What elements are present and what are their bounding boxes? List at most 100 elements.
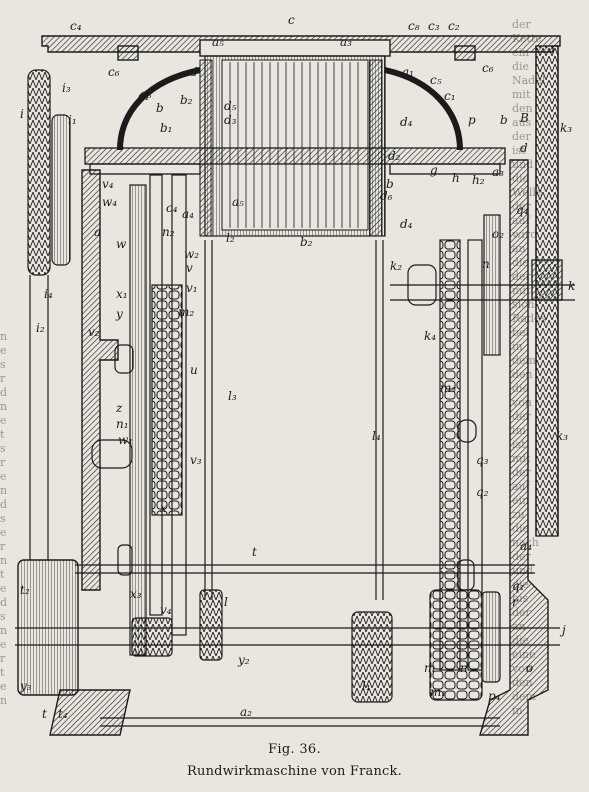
bleed-word: der [512, 130, 531, 143]
part-label-v1: v₁ [186, 281, 198, 295]
part-label-t4: t₄ [58, 707, 68, 721]
part-label-m2: m₂ [178, 305, 194, 319]
bleed-letter: s [0, 358, 6, 371]
part-label-d-right: d [520, 141, 528, 155]
bleed-letter: n [0, 330, 8, 343]
part-label-q2: q₂ [476, 485, 489, 499]
part-label-d4b: d₄ [400, 217, 413, 231]
part-label-w: w [116, 237, 127, 251]
part-label-a1: a₁ [402, 65, 414, 79]
part-label-b-right: b [500, 113, 508, 127]
part-label-o2: o₂ [492, 227, 504, 241]
bleed-letter: t [0, 666, 5, 679]
part-label-a5-mid: a₅ [232, 195, 244, 209]
bleed-letter: d [0, 386, 8, 399]
part-label-l3: l₃ [228, 389, 237, 403]
bleed-letter: s [0, 512, 6, 525]
part-label-r: r [512, 595, 519, 609]
cam-plate [84, 67, 506, 175]
part-label-k4: k₄ [424, 329, 436, 343]
bleed-letter: n [0, 554, 8, 567]
part-label-c1-right: c₁ [444, 89, 456, 103]
part-label-i1: i₁ [68, 113, 77, 127]
part-label-b2-top: b₂ [180, 93, 193, 107]
right-rack-column [531, 45, 563, 537]
bleed-word: die [512, 60, 530, 73]
bleed-letter: e [0, 344, 7, 357]
part-label-a-mid: a₃ [492, 165, 504, 179]
bleed-letter: t [0, 428, 5, 441]
figure-number: Fig. 36. [268, 742, 321, 757]
part-label-q1: q₁ [512, 579, 525, 593]
part-label-t-low: t [42, 707, 47, 721]
part-label-n1: n₁ [116, 417, 129, 431]
part-label-c4-mid: c₄ [166, 201, 178, 215]
left-pulley-gears [27, 69, 71, 560]
bleed-letter: d [0, 596, 8, 609]
part-label-c3: c₃ [428, 19, 440, 33]
part-label-z: z [115, 401, 123, 415]
bleed-letter: e [0, 582, 7, 595]
part-label-i2: i₂ [36, 321, 45, 335]
part-label-y3: y₃ [19, 679, 32, 693]
part-label-p: p [468, 113, 476, 127]
part-label-c5-left: c₅ [140, 87, 152, 101]
drive-rods-left [91, 174, 213, 656]
part-label-d-left: d [190, 65, 198, 79]
bleed-letter: n [0, 624, 8, 637]
bleed-letter: r [0, 652, 6, 665]
part-label-j: j [559, 623, 566, 637]
bleed-word: ist [512, 144, 526, 157]
part-label-c-top: c [288, 13, 295, 27]
bleed-letter: s [0, 442, 6, 455]
part-label-n-low: n [460, 661, 468, 675]
part-label-d4: d₄ [400, 115, 413, 129]
part-label-q4: q₄ [516, 203, 529, 217]
part-label-q3: q₃ [476, 453, 489, 467]
part-label-w1: w₁ [118, 433, 133, 447]
part-label-c8: c₈ [408, 19, 420, 33]
part-label-x: x [160, 501, 167, 515]
part-label-b1: b₁ [160, 121, 173, 135]
part-label-t: t [252, 545, 257, 559]
bleed-letter: r [0, 372, 6, 385]
part-label-u: u [190, 363, 198, 377]
part-label-B: B [519, 111, 529, 125]
machine-engraving: c₄cc₈c₃c₂a₅a₃c₆c₆dc₅a₁c₅i₃ii₁c₁c₁k₃bb₁d₃… [15, 13, 575, 736]
part-label-i4: i₄ [44, 287, 53, 301]
part-label-b-left: b [156, 101, 164, 115]
part-label-d2: d₂ [388, 149, 401, 163]
part-label-g: g [430, 163, 438, 177]
part-label-c4-top: c₄ [70, 19, 82, 33]
part-label-a4b: a₄ [520, 539, 532, 553]
part-label-a5: a₅ [212, 35, 224, 49]
part-label-w4: w₄ [102, 195, 117, 209]
bleed-letter: e [0, 638, 7, 651]
part-label-h2: h₂ [472, 173, 485, 187]
bleed-letter: n [0, 400, 8, 413]
bleed-letter: e [0, 526, 7, 539]
bleed-word: aus [512, 116, 532, 129]
part-label-n2: n₂ [162, 225, 175, 239]
part-label-k: k [568, 279, 575, 293]
part-label-x3: x₃ [130, 587, 142, 601]
bleed-letter: e [0, 680, 7, 693]
part-label-a2: a₂ [240, 705, 252, 719]
bleed-letter: t [0, 568, 5, 581]
part-label-w2: w₂ [184, 247, 199, 261]
part-label-d3: d₃ [224, 113, 237, 127]
part-label-h: h [452, 171, 460, 185]
part-label-a3: a₃ [340, 35, 352, 49]
part-label-v: v [186, 261, 193, 275]
needle-cylinder [199, 55, 386, 237]
part-label-m3: m₃ [440, 381, 456, 395]
part-label-v4-top: v₄ [102, 177, 114, 191]
part-label-i: i [20, 107, 24, 121]
bleed-letter: n [0, 694, 8, 707]
part-label-k3-top: k₃ [560, 121, 572, 135]
part-label-x1: x₁ [116, 287, 128, 301]
bleed-word: der [512, 18, 531, 31]
